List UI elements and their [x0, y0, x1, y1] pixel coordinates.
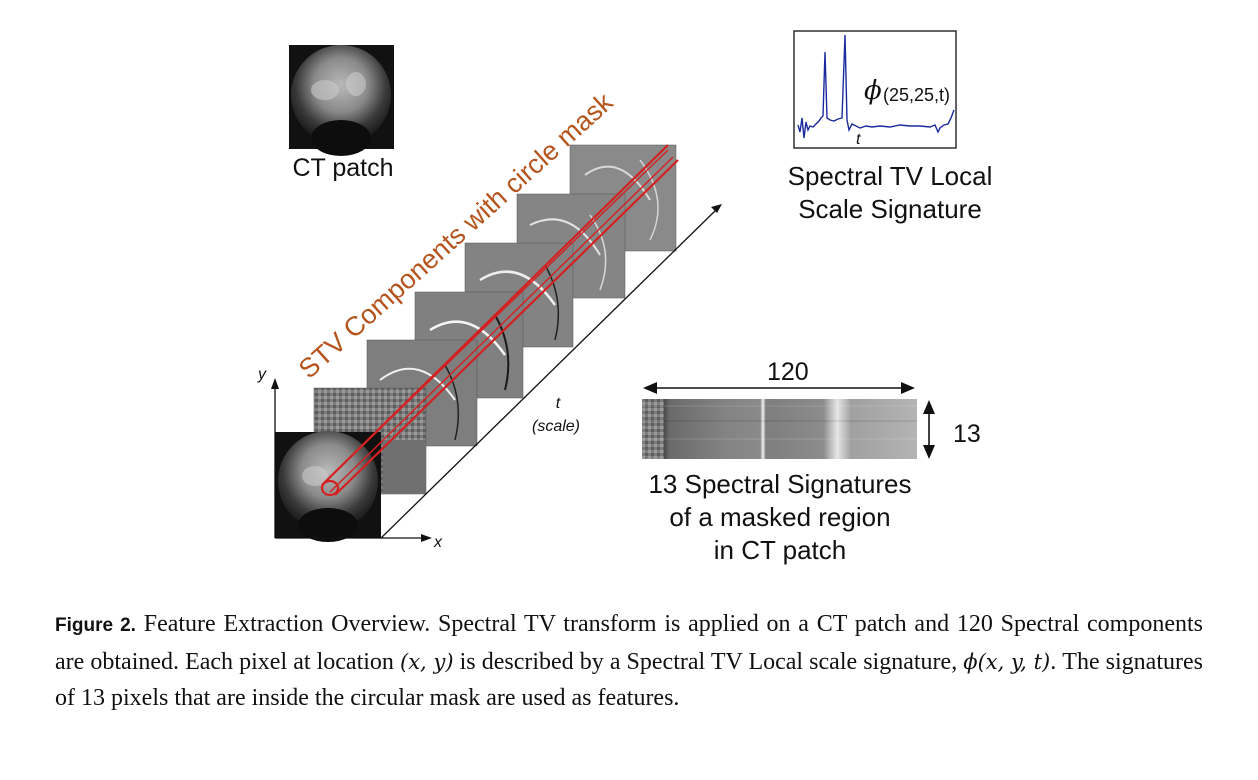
signature-title-line1: Spectral TV Local — [787, 161, 993, 191]
feature-extraction-diagram — [271, 30, 957, 542]
circle-mask-tube — [320, 144, 679, 497]
strip-title-line3: in CT patch — [713, 535, 847, 565]
caption-math-phi: ϕ(x, y, t) — [963, 650, 1051, 674]
strip-title: 13 Spectral Signatures of a masked regio… — [630, 468, 930, 567]
axis-x-label: x — [434, 534, 442, 551]
ct-patch-label: CT patch — [292, 154, 394, 182]
caption-text-2: is described by a Spectral TV Local scal… — [453, 649, 964, 675]
strip-width-arrow — [643, 382, 915, 394]
stv-ct-base-patch — [275, 431, 381, 542]
signature-strip — [642, 399, 917, 459]
strip-height-arrow — [923, 400, 935, 459]
caption-math-xy: (x, y) — [400, 650, 454, 674]
phi-arguments: (25,25,t) — [883, 85, 951, 105]
caption-text-3: . The signatures of 13 pixels that are i… — [55, 649, 1203, 711]
scale-axis-sublabel: (scale) — [532, 418, 581, 435]
axis-y-label: y — [258, 366, 266, 383]
strip-height-label: 13 — [953, 420, 981, 448]
signature-title: Spectral TV Local Scale Signature — [745, 160, 1035, 226]
signature-title-line2: Scale Signature — [798, 194, 982, 224]
caption-text-1: Feature Extraction Overview. Spectral TV… — [55, 611, 1203, 675]
caption-figure-label: Figure 2. — [55, 615, 136, 636]
strip-title-line1: 13 Spectral Signatures — [648, 469, 912, 499]
diagram-axes — [271, 204, 722, 542]
ct-patch-image — [289, 45, 394, 156]
phi-symbol: ϕ — [864, 76, 882, 106]
strip-title-line2: of a masked region — [669, 502, 891, 532]
strip-width-label: 120 — [767, 358, 809, 386]
scale-axis-label: t — [555, 395, 561, 412]
figure-caption: Figure 2. Feature Extraction Overview. S… — [55, 606, 1203, 716]
signature-x-label: t — [856, 131, 861, 148]
signature-plot — [793, 30, 957, 149]
